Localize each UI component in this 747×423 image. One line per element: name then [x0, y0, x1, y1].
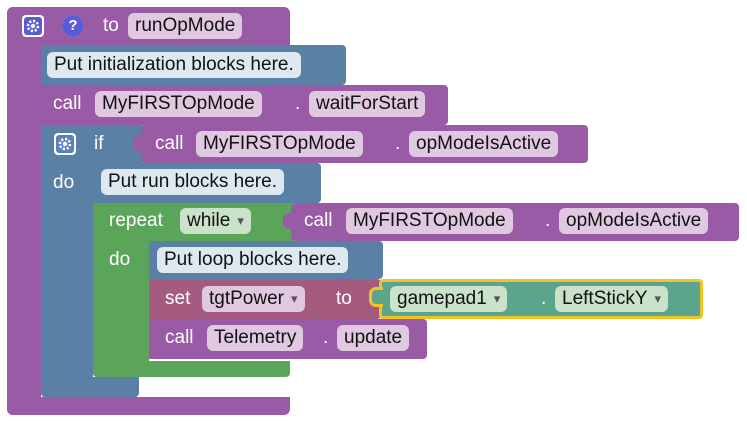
connector-tab: [283, 213, 293, 229]
set-label: set: [165, 288, 191, 309]
if-label: if: [94, 133, 104, 154]
method-field[interactable]: update: [337, 325, 410, 351]
do-label: do: [53, 172, 75, 193]
function-name-field[interactable]: runOpMode: [128, 13, 243, 39]
dot-label: .: [323, 327, 329, 348]
loop-comment-text[interactable]: Put loop blocks here.: [157, 247, 349, 273]
help-icon[interactable]: ?: [62, 15, 84, 37]
init-comment-text[interactable]: Put initialization blocks here.: [47, 52, 301, 78]
gamepad-dropdown[interactable]: gamepad1: [390, 286, 508, 312]
connector-tab: [133, 135, 143, 151]
object-field[interactable]: MyFIRSTOpMode: [196, 131, 363, 157]
do-label: do: [109, 249, 131, 270]
if-footer[interactable]: [41, 377, 139, 397]
method-field[interactable]: opModeIsActive: [559, 208, 709, 234]
notch: [60, 397, 74, 409]
variable-dropdown[interactable]: tgtPower: [202, 286, 305, 312]
to-label: to: [336, 288, 352, 309]
repeat-mode-dropdown[interactable]: while: [180, 208, 251, 234]
repeat-label: repeat: [109, 210, 163, 231]
dot-label: .: [295, 93, 301, 114]
dot-label: .: [541, 288, 547, 309]
object-field[interactable]: Telemetry: [207, 325, 304, 351]
call-label: call: [53, 93, 82, 114]
function-footer[interactable]: [7, 397, 290, 415]
run-comment-text[interactable]: Put run blocks here.: [101, 169, 284, 195]
object-field[interactable]: MyFIRSTOpMode: [95, 91, 262, 117]
gear-icon[interactable]: [22, 15, 44, 37]
object-field[interactable]: MyFIRSTOpMode: [346, 208, 513, 234]
call-label: call: [155, 133, 184, 154]
gear-icon[interactable]: [54, 133, 76, 155]
method-field[interactable]: waitForStart: [309, 91, 426, 117]
to-label: to: [103, 15, 119, 36]
connector-tab: [369, 287, 383, 307]
property-dropdown[interactable]: LeftStickY: [555, 286, 669, 312]
dot-label: .: [395, 133, 401, 154]
call-label: call: [304, 210, 333, 231]
if-block[interactable]: [41, 125, 93, 397]
repeat-footer[interactable]: [93, 361, 290, 377]
function-block[interactable]: [7, 7, 41, 415]
method-field[interactable]: opModeIsActive: [409, 131, 559, 157]
call-label: call: [165, 327, 194, 348]
dot-label: .: [545, 210, 551, 231]
